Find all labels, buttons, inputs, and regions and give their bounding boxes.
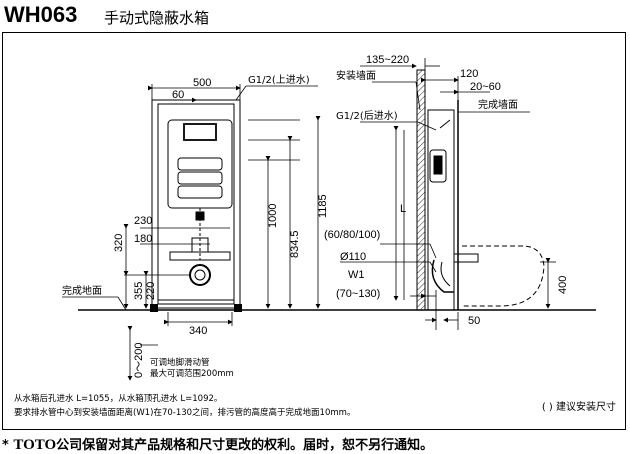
- dim-355: 355: [133, 282, 145, 300]
- dim-L: L: [400, 203, 406, 215]
- dim-20-60: 20~60: [470, 81, 501, 93]
- dim-340: 340: [189, 325, 207, 337]
- note-line-1: 从水箱后孔进水 L=1055，从水箱顶孔进水 L=1092。: [14, 394, 223, 404]
- drawing-frame: [2, 32, 626, 430]
- dim-230: 230: [134, 215, 152, 227]
- footer-brand: TOTO: [13, 437, 57, 453]
- footer-disclaimer: * TOTO公司保留对其产品规格和尺寸更改的权利。届时，恕不另行通知。: [2, 434, 433, 454]
- label-adjust-1: 可调地脚滑动管: [150, 357, 210, 368]
- label-finished-wall: 完成墙面: [478, 98, 518, 111]
- label-top-inlet: G1/2(上进水): [248, 74, 310, 86]
- dim-1000: 1000: [267, 204, 279, 228]
- dim-w1: W1: [348, 269, 365, 281]
- footer-text: 公司保留对其产品规格和尺寸更改的权利。届时，恕不另行通知。: [56, 438, 434, 453]
- dim-60-80-100: (60/80/100): [324, 229, 380, 241]
- label-finished-floor: 完成地面: [62, 284, 102, 297]
- product-name: 手动式隐蔽水箱: [104, 9, 210, 27]
- dim-120: 120: [460, 68, 478, 80]
- dim-320: 320: [113, 234, 125, 252]
- label-adjust-2: 最大可调范围200mm: [150, 368, 234, 379]
- label-rear-inlet: G1/2(后进水): [336, 110, 398, 122]
- dim-0-200: 0～200: [133, 343, 145, 378]
- dim-135-220: 135~220: [366, 54, 409, 66]
- title-bar: WH063 手动式隐蔽水箱: [0, 0, 630, 32]
- dim-70-130: (70~130): [336, 288, 380, 300]
- dim-500: 500: [193, 77, 211, 89]
- dim-400: 400: [557, 276, 569, 294]
- footer-star: *: [2, 438, 9, 453]
- note-line-2: 要求排水管中心到安装墙面距离(W1)在70-130之间，排污管的高度高于完成地面…: [14, 408, 356, 418]
- front-view-frame: [151, 99, 241, 309]
- legend-recommended: ( ) 建议安装尺寸: [541, 402, 616, 413]
- dim-220: 220: [145, 282, 157, 300]
- dim-1185: 1185: [317, 194, 329, 218]
- side-view-frame: [427, 100, 545, 311]
- dim-180: 180: [134, 233, 152, 245]
- dim-834-5: 834.5: [289, 230, 301, 258]
- dim-110: Ø110: [340, 251, 366, 263]
- dim-60: 60: [172, 89, 184, 101]
- label-install-wall: 安装墙面: [336, 69, 376, 82]
- model-number: WH063: [4, 2, 78, 27]
- install-wall: [416, 69, 426, 311]
- dim-50: 50: [468, 315, 480, 327]
